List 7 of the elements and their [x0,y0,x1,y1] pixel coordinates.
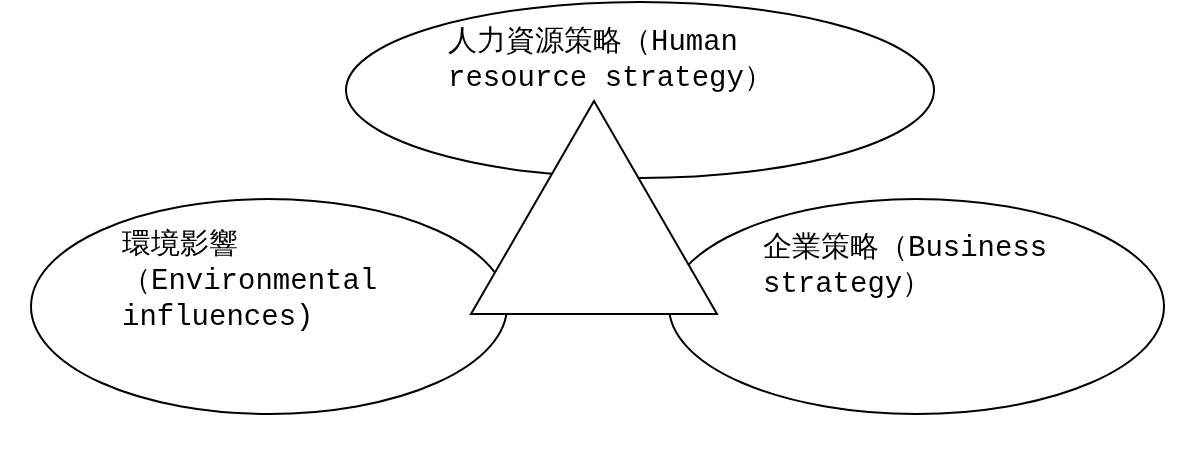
node-label: 人力資源策略（Human resource strategy） [448,25,774,97]
ellipse-node [345,1,935,179]
node-label: 企業策略（Business strategy） [763,231,1049,303]
node-label: 環境影響（Environmental influences) [122,228,379,336]
triangle-shape [470,100,718,315]
ellipse-node [30,198,508,415]
ellipse-node [668,198,1165,415]
